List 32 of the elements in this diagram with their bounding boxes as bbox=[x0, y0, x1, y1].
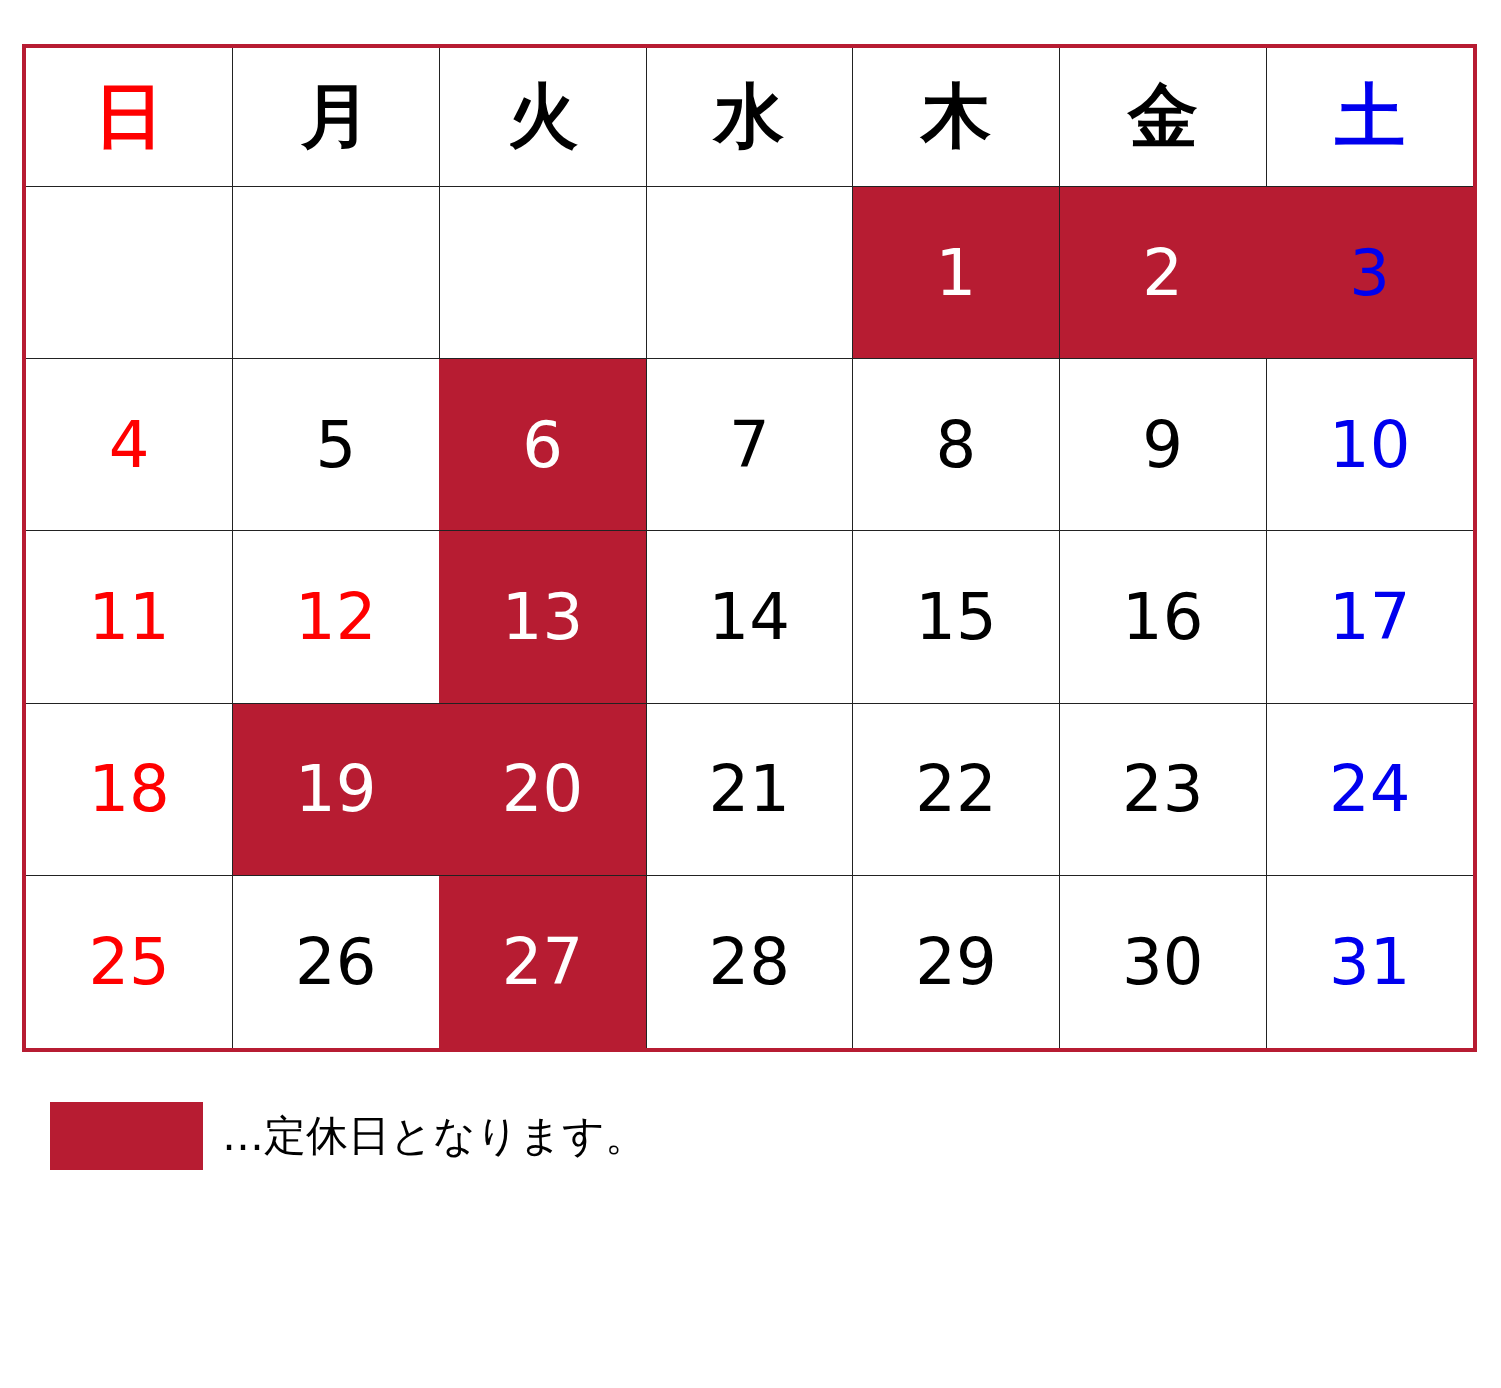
closed-day-cell: 3 bbox=[1266, 187, 1473, 360]
weekday-header: 日 bbox=[26, 48, 234, 187]
date-cell: 4 bbox=[26, 359, 234, 532]
closed-day-cell: 13 bbox=[439, 531, 647, 704]
date-cell-text: 31 bbox=[1327, 923, 1412, 1001]
date-cell: 8 bbox=[852, 359, 1061, 532]
date-cell: 30 bbox=[1059, 875, 1267, 1048]
weekday-header: 水 bbox=[646, 48, 854, 187]
closed-day-cell: 27 bbox=[439, 875, 647, 1048]
date-cell: 29 bbox=[852, 875, 1061, 1048]
closed-day-cell: 2 bbox=[1059, 187, 1267, 360]
date-cell: 17 bbox=[1266, 531, 1473, 704]
date-cell: 16 bbox=[1059, 531, 1267, 704]
closed-day-cell: 20 bbox=[439, 703, 647, 876]
weekday-header: 月 bbox=[232, 48, 440, 187]
date-cell: 25 bbox=[26, 875, 234, 1048]
weekday-header: 火 bbox=[439, 48, 647, 187]
date-cell: 14 bbox=[646, 531, 854, 704]
date-cell: 24 bbox=[1266, 703, 1473, 876]
date-cell: 11 bbox=[26, 531, 234, 704]
date-cell: 7 bbox=[646, 359, 854, 532]
date-cell: 23 bbox=[1059, 703, 1267, 876]
closed-day-cell: 19 bbox=[232, 703, 440, 876]
date-cell: 10 bbox=[1266, 359, 1473, 532]
legend-text: …定休日となります。 bbox=[222, 1110, 647, 1162]
date-cell: 21 bbox=[646, 703, 854, 876]
date-cell: 28 bbox=[646, 875, 854, 1048]
date-cell: 9 bbox=[1059, 359, 1267, 532]
closed-day-cell: 6 bbox=[439, 359, 647, 532]
closed-day-cell: 1 bbox=[852, 187, 1061, 360]
date-cell: 22 bbox=[852, 703, 1061, 876]
date-cell: 15 bbox=[852, 531, 1061, 704]
